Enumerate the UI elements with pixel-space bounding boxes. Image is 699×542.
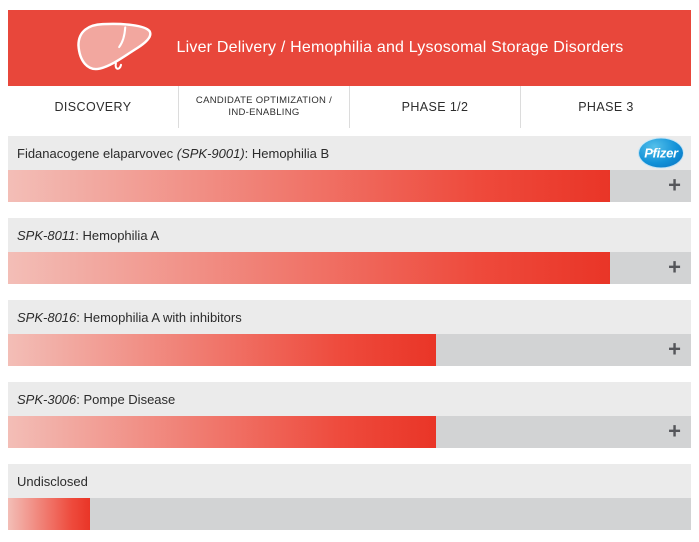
program-label-band: SPK-8011: Hemophilia A xyxy=(8,218,691,252)
program-name: SPK-8011: Hemophilia A xyxy=(17,228,159,243)
plus-icon[interactable]: + xyxy=(668,254,681,280)
program-name-italic: SPK-8016 xyxy=(17,309,77,325)
page-title: Liver Delivery / Hemophilia and Lysosoma… xyxy=(176,39,624,56)
plus-icon[interactable]: + xyxy=(668,418,681,444)
program-name-rest: : Hemophilia B xyxy=(244,145,330,161)
progress-bar-fill xyxy=(8,170,610,202)
program-name-italic: SPK-3006 xyxy=(17,391,77,407)
program-label-band: SPK-3006: Pompe Disease xyxy=(8,382,691,416)
phase-col-candidate-optimization: CANDIDATE OPTIMIZATION / IND-ENABLING xyxy=(178,86,349,128)
plus-icon[interactable]: + xyxy=(668,172,681,198)
progress-track: + xyxy=(8,416,691,448)
pipeline-row-spk-8016: SPK-8016: Hemophilia A with inhibitors + xyxy=(8,300,691,366)
program-name: Undisclosed xyxy=(17,474,88,489)
header-banner: Liver Delivery / Hemophilia and Lysosoma… xyxy=(8,10,691,86)
pipeline-row-undisclosed: Undisclosed xyxy=(8,464,691,530)
pipeline-row-spk-9001: Fidanacogene elaparvovec (SPK-9001): Hem… xyxy=(8,136,691,202)
progress-bar-fill xyxy=(8,498,90,530)
program-name-italic: SPK-8011 xyxy=(17,227,76,243)
phase-col-discovery: DISCOVERY xyxy=(8,86,178,128)
phase-label-phase-1-2: PHASE 1/2 xyxy=(401,100,469,114)
program-name-regular: Fidanacogene elaparvovec xyxy=(17,145,177,161)
progress-track: + xyxy=(8,170,691,202)
phase-label-discovery: DISCOVERY xyxy=(54,100,132,114)
phase-label-candidate-line1: CANDIDATE OPTIMIZATION / xyxy=(195,94,333,106)
program-label-band: Fidanacogene elaparvovec (SPK-9001): Hem… xyxy=(8,136,691,170)
phase-col-phase-3: PHASE 3 xyxy=(520,86,691,128)
program-name-rest: : Pompe Disease xyxy=(76,391,176,407)
liver-icon-svg xyxy=(77,22,152,71)
phase-label-candidate-line2: IND-ENABLING xyxy=(228,107,300,118)
plus-icon[interactable]: + xyxy=(668,336,681,362)
progress-track: + xyxy=(8,252,691,284)
program-name: SPK-8016: Hemophilia A with inhibitors xyxy=(17,310,242,325)
phase-col-phase-1-2: PHASE 1/2 xyxy=(349,86,520,128)
program-name-regular: Undisclosed xyxy=(17,473,88,489)
pfizer-logo: Pfizer xyxy=(638,137,684,169)
liver-icon xyxy=(70,18,158,78)
progress-bar-fill xyxy=(8,334,437,366)
progress-track: + xyxy=(8,334,691,366)
program-name-italic: (SPK-9001) xyxy=(176,145,245,161)
pipeline-row-spk-8011: SPK-8011: Hemophilia A + xyxy=(8,218,691,284)
progress-track xyxy=(8,498,691,530)
pfizer-logo-text: Pfizer xyxy=(644,145,678,161)
progress-bar-fill xyxy=(8,416,437,448)
phase-label-phase-3: PHASE 3 xyxy=(578,100,634,114)
program-label-band: SPK-8016: Hemophilia A with inhibitors xyxy=(8,300,691,334)
pipeline-rows: Fidanacogene elaparvovec (SPK-9001): Hem… xyxy=(8,136,691,542)
program-name-rest: : Hemophilia A with inhibitors xyxy=(76,309,242,325)
program-name: SPK-3006: Pompe Disease xyxy=(17,392,175,407)
program-label-band: Undisclosed xyxy=(8,464,691,498)
progress-bar-fill xyxy=(8,252,610,284)
program-name-rest: : Hemophilia A xyxy=(75,227,160,243)
phase-header-row: DISCOVERY CANDIDATE OPTIMIZATION / IND-E… xyxy=(8,86,691,128)
pipeline-row-spk-3006: SPK-3006: Pompe Disease + xyxy=(8,382,691,448)
program-name: Fidanacogene elaparvovec (SPK-9001): Hem… xyxy=(17,146,329,161)
